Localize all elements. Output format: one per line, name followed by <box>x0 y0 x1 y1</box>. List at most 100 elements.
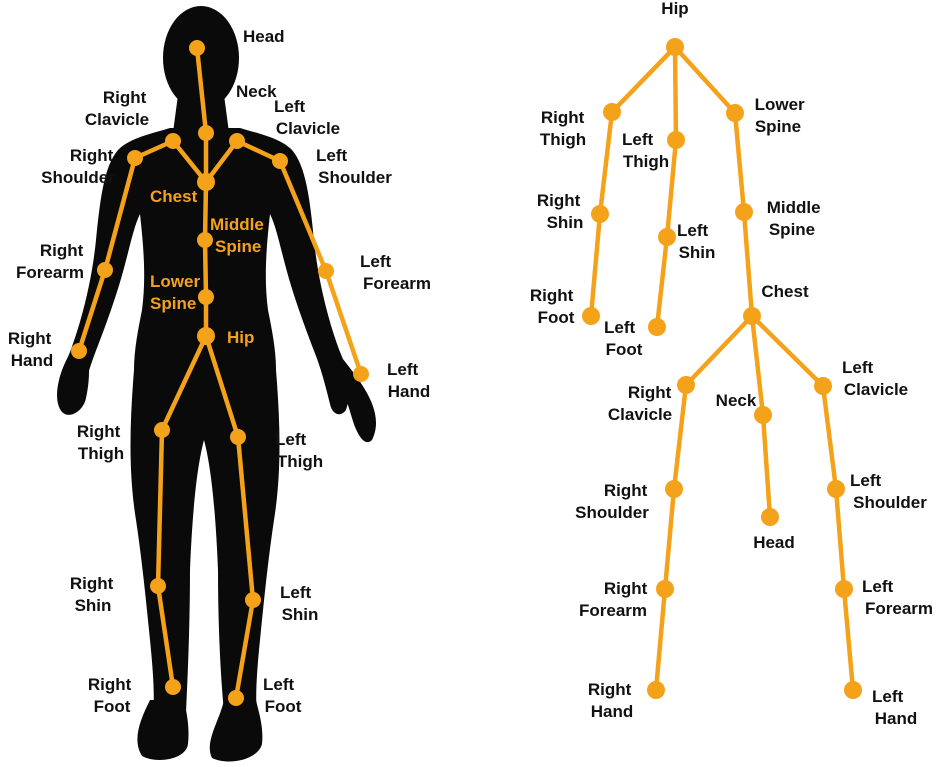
tree-label-hip: Hip <box>661 0 688 18</box>
node-chest <box>743 307 761 325</box>
figure-label-left-forearm: Left Forearm <box>360 252 431 293</box>
node-right-foot <box>582 307 600 325</box>
figure-label-left-shin: Left Shin <box>280 583 318 624</box>
tree-label-middle-spine: Middle Spine <box>767 198 826 239</box>
joint-hip <box>197 327 215 345</box>
edge-right-shoulder-forearm <box>665 489 674 589</box>
node-right-hand <box>647 681 665 699</box>
tree-label-left-thigh: Left Thigh <box>622 130 669 171</box>
figure-label-left-shoulder: Left Shoulder <box>316 146 392 187</box>
joint-head <box>189 40 205 56</box>
joint-right-hand <box>71 343 87 359</box>
figure-label-neck: Neck <box>236 82 277 101</box>
node-left-clavicle <box>814 377 832 395</box>
skeleton-hierarchy-tree: Hip Right Thigh Left Thigh Lower Spine R… <box>530 0 933 728</box>
edge-right-shin-foot <box>591 214 600 316</box>
tree-label-left-shoulder: Left Shoulder <box>850 471 927 512</box>
joint-left-thigh <box>230 429 246 445</box>
tree-label-right-hand: Right Hand <box>588 680 636 721</box>
node-neck <box>754 406 772 424</box>
figure-label-left-hand: Left Hand <box>387 360 430 401</box>
node-hip <box>666 38 684 56</box>
edge-lower-middle-spine <box>735 113 744 212</box>
figure-label-right-thigh: Right Thigh <box>77 422 125 463</box>
tree-label-right-shin: Right Shin <box>537 191 585 232</box>
figure-label-right-hand: Right Hand <box>8 329 56 370</box>
node-left-forearm <box>835 580 853 598</box>
figure-label-left-clavicle: Left Clavicle <box>274 97 340 138</box>
joint-left-shin <box>245 592 261 608</box>
figure-label-head: Head <box>243 27 285 46</box>
figure-label-right-clavicle: Right Clavicle <box>85 88 151 129</box>
tree-label-right-forearm: Right Forearm <box>579 579 652 620</box>
edge-chest-right-clavicle <box>686 316 752 385</box>
node-left-shin <box>658 228 676 246</box>
tree-label-right-foot: Right Foot <box>530 286 578 327</box>
tree-label-left-hand: Left Hand <box>872 687 917 728</box>
tree-label-neck: Neck <box>716 391 757 410</box>
figure-label-right-shin: Right Shin <box>70 574 118 615</box>
joint-left-foot <box>228 690 244 706</box>
tree-label-head: Head <box>753 533 795 552</box>
tree-label-right-thigh: Right Thigh <box>540 108 589 149</box>
tree-label-chest: Chest <box>761 282 809 301</box>
joint-right-forearm <box>97 262 113 278</box>
edge-left-forearm-hand <box>844 589 853 690</box>
tree-label-left-shin: Left Shin <box>677 221 715 262</box>
silhouette-right-hand <box>57 350 89 415</box>
figure-label-right-foot: Right Foot <box>88 675 136 716</box>
node-left-thigh <box>667 131 685 149</box>
figure-label-hip: Hip <box>227 328 254 347</box>
joint-right-clavicle <box>165 133 181 149</box>
joint-left-clavicle <box>229 133 245 149</box>
edge-left-shin-foot <box>657 237 667 327</box>
figure-label-left-thigh: Left Thigh <box>275 430 323 471</box>
node-lower-spine <box>726 104 744 122</box>
tree-label-left-foot: Left Foot <box>604 318 643 359</box>
tree-label-left-clavicle: Left Clavicle <box>842 358 908 399</box>
figure-label-chest: Chest <box>150 187 198 206</box>
joint-lower-spine <box>198 289 214 305</box>
joint-neck <box>198 125 214 141</box>
node-left-hand <box>844 681 862 699</box>
figure-label-right-forearm: Right Forearm <box>16 241 88 282</box>
silhouette-left-foot <box>210 700 263 762</box>
joint-left-shoulder <box>272 153 288 169</box>
joint-right-shin <box>150 578 166 594</box>
bone-middle-lower-spine <box>205 240 206 297</box>
edge-middle-spine-chest <box>744 212 752 316</box>
joint-right-foot <box>165 679 181 695</box>
edge-left-shoulder-forearm <box>836 489 844 589</box>
node-right-forearm <box>656 580 674 598</box>
edge-right-thigh-shin <box>600 112 612 214</box>
edge-hip-right-thigh <box>612 47 675 112</box>
edge-hip-lower-spine <box>675 47 735 113</box>
node-left-shoulder <box>827 480 845 498</box>
joint-right-thigh <box>154 422 170 438</box>
human-figure: Head Neck Right Clavicle Left Clavicle R… <box>8 6 431 762</box>
figure-label-right-shoulder: Right Shoulder <box>41 146 118 187</box>
edge-chest-left-clavicle <box>752 316 823 386</box>
tree-label-right-shoulder: Right Shoulder <box>575 481 652 522</box>
edge-left-clavicle-shoulder <box>823 386 836 489</box>
node-head <box>761 508 779 526</box>
joint-left-forearm <box>318 263 334 279</box>
node-right-shoulder <box>665 480 683 498</box>
silhouette-right-foot <box>137 700 188 760</box>
joint-left-hand <box>353 366 369 382</box>
joint-chest <box>197 173 215 191</box>
tree-label-right-clavicle: Right Clavicle <box>608 383 676 424</box>
node-right-clavicle <box>677 376 695 394</box>
edge-hip-left-thigh <box>675 47 676 140</box>
edge-right-forearm-hand <box>656 589 665 690</box>
node-middle-spine <box>735 203 753 221</box>
edge-neck-head <box>763 415 770 517</box>
figure-label-left-foot: Left Foot <box>263 675 302 716</box>
tree-label-lower-spine: Lower Spine <box>755 95 810 136</box>
node-right-thigh <box>603 103 621 121</box>
tree-label-left-forearm: Left Forearm <box>862 577 933 618</box>
node-left-foot <box>648 318 666 336</box>
joint-right-shoulder <box>127 150 143 166</box>
joint-middle-spine <box>197 232 213 248</box>
